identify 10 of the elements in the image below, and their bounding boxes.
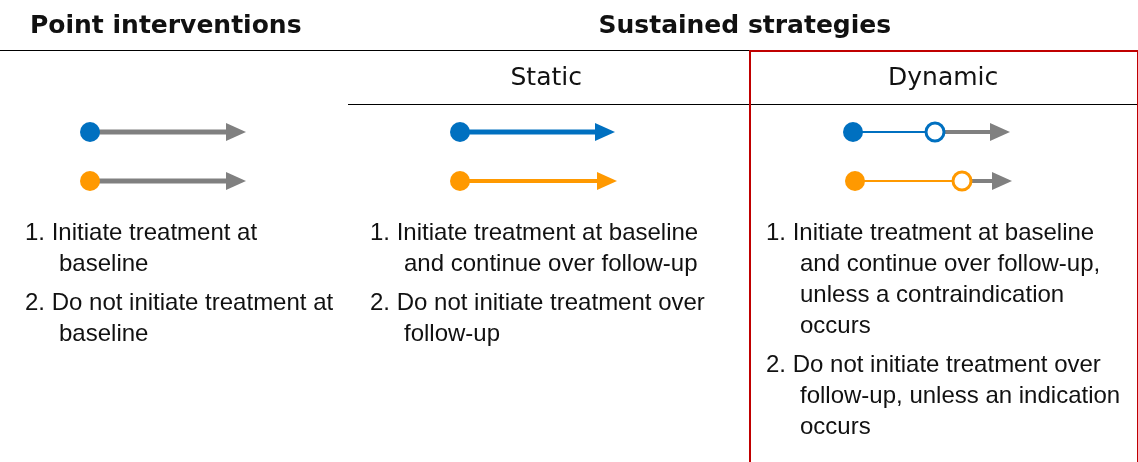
- column-heading: Point interventions: [30, 10, 302, 39]
- list-item: 1. Initiate treatment at baseline and continue over follow-up: [370, 217, 700, 278]
- column-heading: Sustained strategies: [598, 10, 892, 39]
- column-subheading: Dynamic: [888, 62, 999, 91]
- list-item: 2. Do not initiate treatment over follow-up: [370, 287, 706, 348]
- list-item: 1. Initiate treatment at baseline: [25, 217, 259, 278]
- list-item: 2. Do not initiate treatment at baseline: [25, 287, 335, 348]
- list-item: 1. Initiate treatment at baseline and continue over follow-up, unless a contraindication occurs: [766, 217, 1102, 340]
- list-item: 2. Do not initiate treatment over follow-up, unless an indication occurs: [766, 349, 1122, 441]
- column-subheading: Static: [510, 62, 582, 91]
